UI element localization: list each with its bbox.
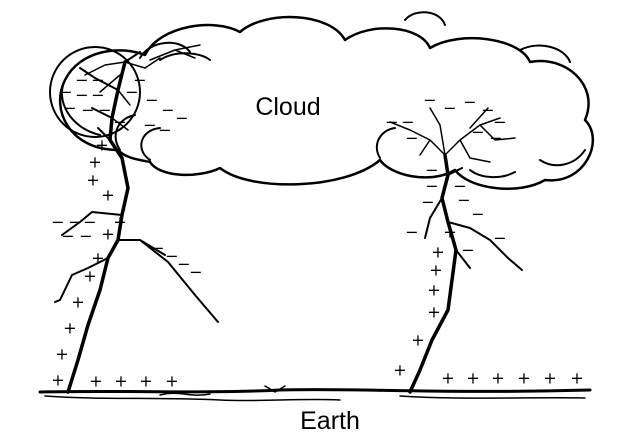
cloud-branches-right <box>389 107 516 163</box>
positive-charge: + <box>83 267 96 286</box>
negative-charge: − <box>461 241 474 260</box>
positive-charge: + <box>101 225 114 244</box>
positive-charge: + <box>51 371 64 390</box>
negative-charge: − <box>405 223 418 242</box>
positive-charge: + <box>517 369 530 388</box>
negative-charge: − <box>51 213 64 232</box>
positive-charge: + <box>91 249 104 268</box>
negative-charges: − − − − − − − − − − − − − − − − − − − − … <box>51 71 506 282</box>
positive-charge: + <box>441 369 454 388</box>
positive-charge: + <box>114 372 127 391</box>
negative-charge: − <box>493 113 506 132</box>
earth-label: Earth <box>300 407 360 435</box>
negative-charge: − <box>471 123 484 142</box>
negative-charge: − <box>423 91 436 110</box>
negative-charge: − <box>453 177 466 196</box>
negative-charge: − <box>189 263 202 282</box>
positive-charge: + <box>411 331 424 350</box>
negative-charge: − <box>463 93 476 112</box>
negative-charge: − <box>165 247 178 266</box>
positive-charge: + <box>393 361 406 380</box>
negative-charge: − <box>177 255 190 274</box>
positive-charge: + <box>570 369 583 388</box>
lightning-branches-right <box>424 167 523 271</box>
negative-charge: − <box>75 86 88 105</box>
positive-charge: + <box>95 136 108 155</box>
negative-charge: − <box>493 229 506 248</box>
positive-charge: + <box>491 369 504 388</box>
positive-charge: + <box>431 243 444 262</box>
lightning-branches-left <box>54 51 219 323</box>
negative-charge: − <box>91 71 104 90</box>
positive-charge: + <box>71 293 84 312</box>
cloud-puff-right <box>375 11 586 178</box>
positive-charge: + <box>543 369 556 388</box>
negative-charge: − <box>471 205 484 224</box>
negative-charge: − <box>401 113 414 132</box>
charge-region-left <box>49 46 141 138</box>
negative-charge: − <box>133 71 146 90</box>
negative-charge: − <box>59 83 72 102</box>
negative-charge: − <box>61 227 74 246</box>
negative-charge: − <box>405 129 418 148</box>
cloud-branches-left <box>84 44 201 131</box>
positive-charge: + <box>88 153 101 172</box>
cloud-inner-bulge <box>114 114 161 161</box>
negative-charge: − <box>489 129 502 148</box>
negative-charge: − <box>457 191 470 210</box>
positive-charge: + <box>89 372 102 391</box>
negative-charge: − <box>63 99 76 118</box>
negative-charge: − <box>175 109 188 128</box>
positive-charge: + <box>429 261 442 280</box>
positive-charge: + <box>63 319 76 338</box>
positive-charge: + <box>466 369 479 388</box>
negative-charge: − <box>79 227 92 246</box>
negative-charge: − <box>151 239 164 258</box>
positive-charge: + <box>165 372 178 391</box>
positive-charge: + <box>443 223 456 242</box>
negative-charge: − <box>425 161 438 180</box>
positive-charge: + <box>55 345 68 364</box>
negative-charge: − <box>81 101 94 120</box>
lightning-channel-right <box>408 153 458 394</box>
cloud-puff-left <box>60 41 211 136</box>
negative-charge: − <box>481 101 494 120</box>
positive-charge: + <box>139 372 152 391</box>
negative-charge: − <box>83 213 96 232</box>
positive-charge: + <box>86 171 99 190</box>
negative-charge: − <box>158 121 171 140</box>
negative-charge: − <box>75 71 88 90</box>
negative-charge: − <box>143 116 156 135</box>
negative-charge: − <box>385 113 398 132</box>
cloud-label: Cloud <box>255 93 320 121</box>
negative-charge: − <box>161 101 174 120</box>
positive-charges: + + + + + + + + + + + + + + + + + + + + … <box>51 136 583 391</box>
positive-charge: + <box>427 281 440 300</box>
negative-charge: − <box>125 83 138 102</box>
earth-ground-line <box>38 388 592 394</box>
positive-charge: + <box>113 213 126 232</box>
negative-charge: − <box>145 91 158 110</box>
cloud-outline <box>58 15 595 190</box>
negative-charge: − <box>98 101 111 120</box>
negative-charge: − <box>443 99 456 118</box>
negative-charge: − <box>425 177 438 196</box>
negative-charge: − <box>113 113 126 132</box>
positive-charge: + <box>427 303 440 322</box>
negative-charge: − <box>91 86 104 105</box>
negative-charge: − <box>68 213 81 232</box>
negative-charge: − <box>421 193 434 212</box>
positive-charge: + <box>101 186 114 205</box>
earth-ground-texture <box>44 385 586 402</box>
